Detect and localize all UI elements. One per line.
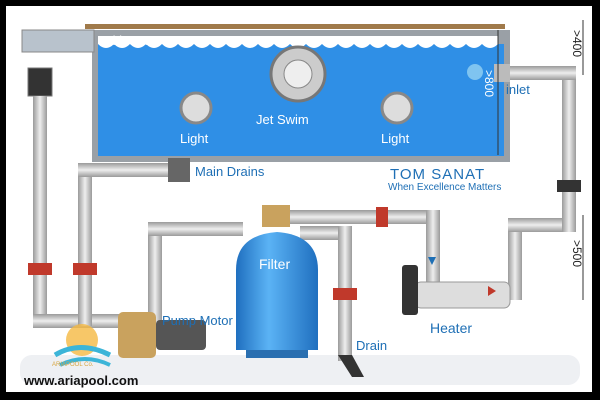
heater — [414, 281, 511, 309]
pump-motor — [156, 320, 206, 350]
brand-name: TOM SANAT — [390, 166, 486, 183]
valves — [28, 180, 581, 300]
inlet-label: inlet — [506, 82, 530, 97]
skimmer-label: Skimmer — [104, 33, 156, 48]
website-link[interactable]: www.ariapool.com — [24, 373, 139, 388]
floor — [20, 355, 580, 385]
ariapool-logo — [53, 324, 112, 367]
inlet-fitting — [494, 64, 510, 82]
top-clearance-label: >400 — [570, 30, 584, 58]
inlet-bubbles — [467, 64, 483, 80]
filter-base — [246, 350, 308, 358]
light-left-icon — [179, 91, 213, 125]
pump — [118, 312, 156, 358]
logo-text: ARIAPOOL Co. — [52, 362, 94, 368]
main-drain-fitting — [168, 158, 190, 182]
deck-board — [85, 24, 505, 29]
light-right-label: Light — [381, 131, 410, 146]
heater-control — [402, 265, 418, 315]
brand-slogan: When Excellence Matters — [388, 182, 502, 193]
water-waves — [98, 36, 498, 48]
main-drains-label: Main Drains — [195, 164, 265, 179]
drain-label: Drain — [356, 338, 388, 353]
filter-tank — [236, 232, 318, 350]
skimmer-box — [21, 29, 95, 53]
jet-swim-label: Jet Swim — [256, 112, 309, 127]
heater-label: Heater — [430, 320, 473, 336]
filter-label: Filter — [259, 256, 291, 272]
jet-nozzle — [283, 59, 313, 89]
pump-motor-label: Pump Motor — [162, 313, 233, 328]
skimmer-basket — [27, 67, 53, 97]
light-right-icon — [380, 91, 414, 125]
filter-valve — [262, 205, 290, 227]
flow-arrow — [488, 286, 496, 296]
drain-outlet — [338, 355, 364, 377]
light-left-label: Light — [180, 131, 209, 146]
heater-height-label: >500 — [570, 240, 584, 268]
flow-arrow-down — [428, 257, 436, 265]
depth-label: >800 — [482, 70, 496, 98]
